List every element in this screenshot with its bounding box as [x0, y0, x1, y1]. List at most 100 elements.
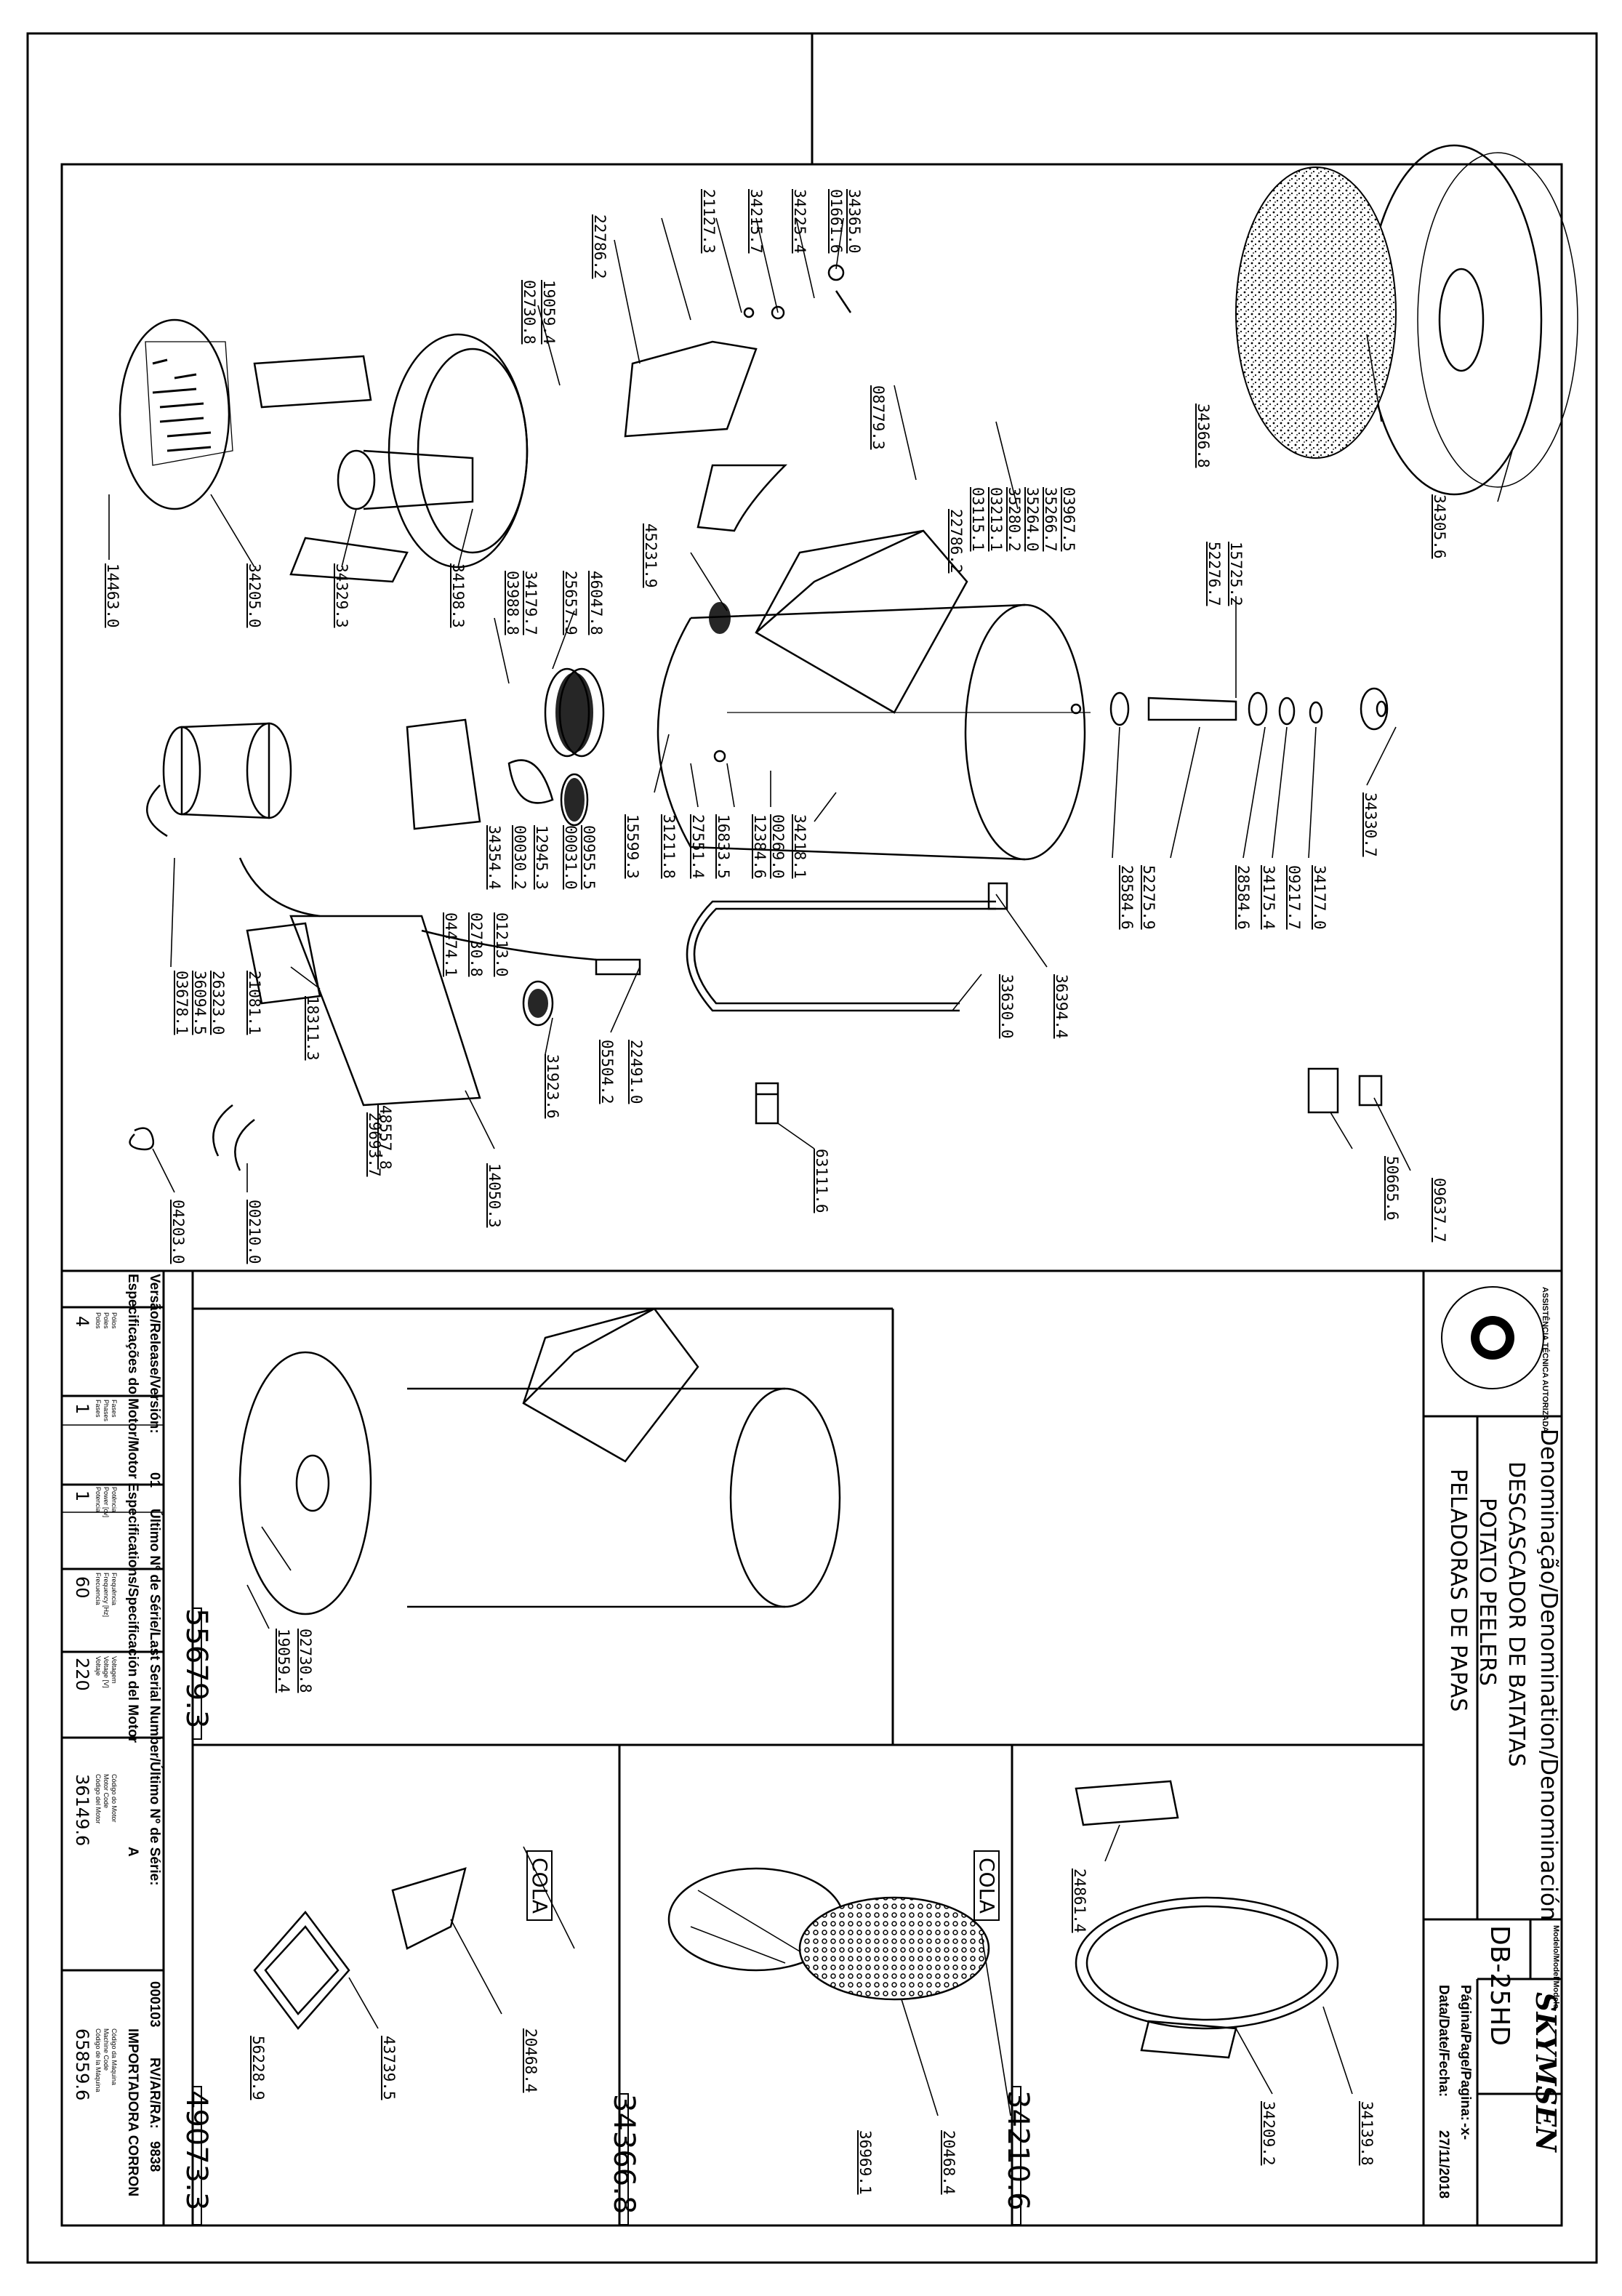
phases-value: 1	[72, 1403, 92, 1415]
part-label: 16833.5	[715, 814, 732, 879]
part-label: 14463.0	[104, 563, 121, 628]
box-number-49073: 49073.3	[180, 2090, 213, 2211]
part-label: 36094.5	[191, 971, 209, 1035]
part-label: 03967.5	[1060, 487, 1077, 552]
part-label: 03678.1	[173, 971, 190, 1035]
last-serial-value: 000103	[147, 1981, 162, 2028]
frequency-value: 60	[72, 1576, 92, 1599]
cola-tag-2: COLA	[973, 1850, 1000, 1921]
part-label: 22491.0	[627, 1040, 645, 1104]
part-label: 34179.7	[522, 571, 539, 635]
motor-spec-value: A	[125, 1847, 140, 1857]
part-label: 34329.3	[333, 563, 350, 628]
part-label: 33630.0	[998, 974, 1016, 1039]
part-label: 31923.6	[544, 1054, 561, 1119]
part-label: 03213.1	[987, 487, 1005, 552]
part-label: 20468.4	[940, 2130, 957, 2195]
last-serial-label: Último Nº de Série/Last Serial Number/Úl…	[147, 1509, 162, 1886]
rv-label: RV/AR/RA:	[147, 2058, 162, 2129]
name-en: POTATO PEELERS	[1474, 1498, 1500, 1686]
part-label: 15725.2	[1227, 542, 1245, 606]
part-label: 56228.9	[249, 2036, 267, 2100]
part-label: 27551.4	[689, 814, 707, 879]
machine-code-value: 65859.6	[72, 2028, 92, 2101]
motor-code-value: 36149.6	[72, 1774, 92, 1847]
grater-disc	[798, 1896, 990, 2001]
box-number-55679: 55679.3	[180, 1608, 213, 1729]
part-label: 34198.3	[449, 563, 467, 628]
power-value: 1	[72, 1490, 92, 1502]
name-es: PELADORAS DE PAPAS	[1445, 1469, 1471, 1712]
part-label: 34366.8	[1195, 404, 1212, 468]
part-label: 31211.8	[660, 814, 678, 879]
part-label: 36394.4	[1053, 974, 1070, 1039]
part-label: 52276.7	[1205, 542, 1223, 606]
name-pt: DESCASCADOR DE BATATAS	[1503, 1461, 1529, 1767]
part-label: 34218.1	[791, 814, 808, 879]
part-label: 21081.1	[246, 971, 263, 1035]
part-label: 09637.7	[1431, 1178, 1448, 1243]
part-label: 46047.8	[587, 571, 605, 635]
voltage-label: Voltagem Voltage [V] Voltaje	[95, 1656, 118, 1688]
page-label: Página/Page/Pagina:	[1458, 1985, 1473, 2121]
frequency-label: Frequência Frequency [Hz] Frecuencia	[95, 1573, 118, 1618]
part-label: 34175.4	[1260, 865, 1277, 930]
motor-code-label: Código do Motor Motor Code Código del Mo…	[95, 1774, 118, 1824]
part-label: 35280.2	[1005, 487, 1023, 552]
part-label: 29693.7	[366, 1112, 383, 1177]
diamond-gasket	[253, 1911, 350, 2030]
service-badge-ring	[1441, 1286, 1544, 1389]
date-label: Data/Date/Fecha:	[1436, 1985, 1451, 2098]
machine-code-label: Código da Máquina Machine Code Código de…	[95, 2028, 118, 2092]
part-label: 18311.3	[304, 996, 321, 1061]
part-label: 22786.2	[591, 214, 609, 279]
part-label: 12384.6	[751, 814, 768, 879]
power-label: Potência Power [cv] Potencia	[95, 1487, 118, 1518]
part-label: 22786.2	[947, 509, 965, 574]
part-label: 00269.0	[769, 814, 787, 879]
part-label: 02730.8	[467, 912, 485, 977]
part-label: 34225.4	[791, 189, 808, 254]
part-label: 01661.6	[827, 189, 845, 254]
part-label: 05504.2	[598, 1040, 616, 1104]
version-label: Versão/Release/Versión:	[147, 1274, 162, 1434]
part-label: 26323.0	[209, 971, 227, 1035]
part-label: 20468.4	[522, 2028, 539, 2093]
part-label: 35266.7	[1042, 487, 1059, 552]
part-label: 19059.4	[275, 1629, 292, 1693]
box-number-34210: 34210.6	[1001, 2090, 1035, 2211]
service-badge-text: ASSISTÊNCIA TÉCNICA AUTORIZADA	[1541, 1287, 1549, 1433]
voltage-value: 220	[72, 1658, 92, 1691]
part-label: 34305.6	[1431, 494, 1448, 559]
drum-rim	[964, 603, 1086, 861]
model-value: DB-25HD	[1485, 1925, 1514, 2047]
cola-tag-1: COLA	[526, 1850, 553, 1921]
part-label: 45231.9	[642, 523, 659, 588]
part-label: 34365.0	[846, 189, 863, 254]
brand-logo: SKYMSEN	[1530, 1992, 1562, 2152]
part-label: 21127.3	[700, 189, 718, 254]
part-label: 03988.8	[504, 571, 521, 635]
part-label: 34209.2	[1260, 2101, 1277, 2166]
date-value: 27/11/2018	[1436, 2130, 1451, 2199]
part-label: 24861.4	[1071, 1868, 1088, 1933]
part-label: 50665.6	[1384, 1156, 1401, 1221]
page-value: -x-	[1458, 2123, 1473, 2140]
poles-label: Pólos Poles Polos	[95, 1312, 118, 1329]
part-label: 28584.6	[1234, 865, 1252, 930]
part-label: 00030.2	[511, 825, 529, 890]
part-label: 36969.1	[856, 2130, 874, 2195]
part-label: 34139.8	[1358, 2101, 1376, 2166]
denomination-label: Denominação/Denomination/Denominación	[1535, 1429, 1562, 1921]
part-label: 25657.9	[562, 571, 579, 635]
part-label: 09217.7	[1285, 865, 1303, 930]
part-label: 02730.8	[521, 280, 538, 345]
motor-spec-label: Especificações do Motor/Motor Especifica…	[125, 1274, 140, 1743]
part-label: 01213.0	[493, 912, 510, 977]
rv-value: 9838	[147, 2141, 162, 2172]
part-label: 00210.0	[246, 1200, 263, 1264]
part-label: 19059.4	[540, 280, 558, 345]
abrasive-disc	[1235, 166, 1397, 459]
part-label: 04474.1	[442, 912, 459, 977]
